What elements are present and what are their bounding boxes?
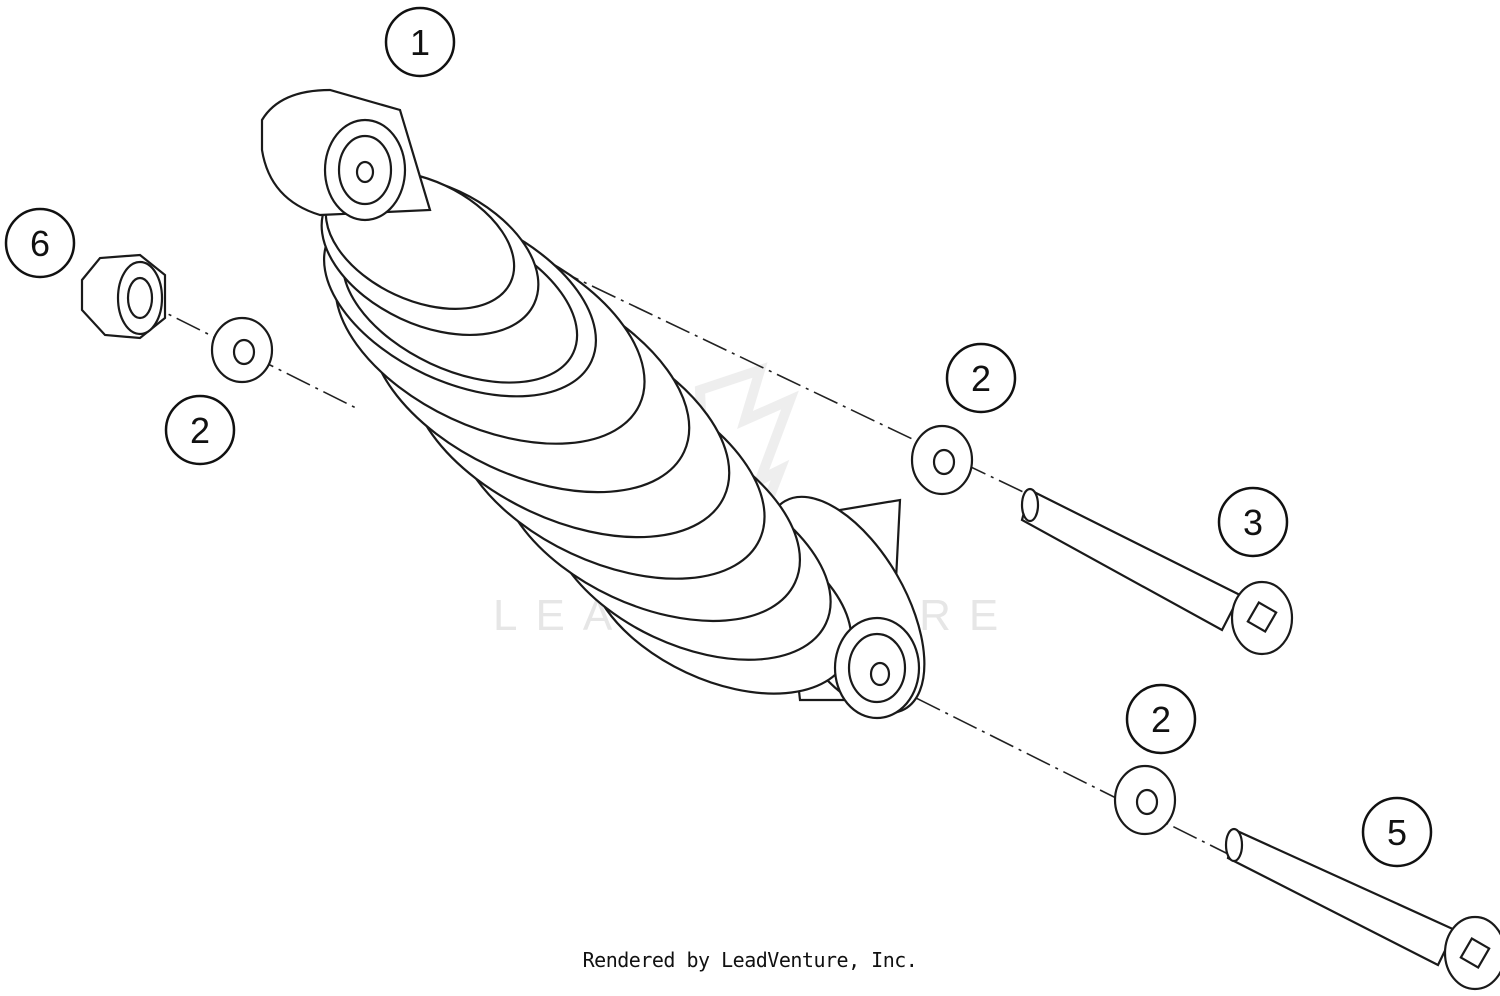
render-credit: Rendered by LeadVenture, Inc.: [582, 948, 918, 972]
callout-2-right-lower: 2: [1125, 683, 1197, 755]
washer-right-upper: [910, 424, 974, 496]
callout-3: 3: [1217, 486, 1289, 558]
callout-2-right-upper: 2: [945, 342, 1017, 414]
bolt-lower: [1224, 827, 1500, 991]
callout-label: 3: [1243, 502, 1263, 543]
callout-6: 6: [4, 207, 76, 279]
callout-2-left: 2: [164, 394, 236, 466]
callout-5: 5: [1361, 796, 1433, 868]
callout-label: 2: [971, 358, 991, 399]
washer-left: [210, 316, 274, 384]
hex-nut: [80, 253, 167, 340]
bolt-upper: [1020, 487, 1294, 656]
callout-label: 6: [30, 223, 50, 264]
callout-label: 1: [410, 22, 430, 63]
callout-label: 2: [1151, 699, 1171, 740]
callout-label: 5: [1387, 812, 1407, 853]
shock-absorber: [260, 88, 926, 720]
callout-1: 1: [384, 6, 456, 78]
callout-label: 2: [190, 410, 210, 451]
washer-right-lower: [1113, 764, 1177, 836]
